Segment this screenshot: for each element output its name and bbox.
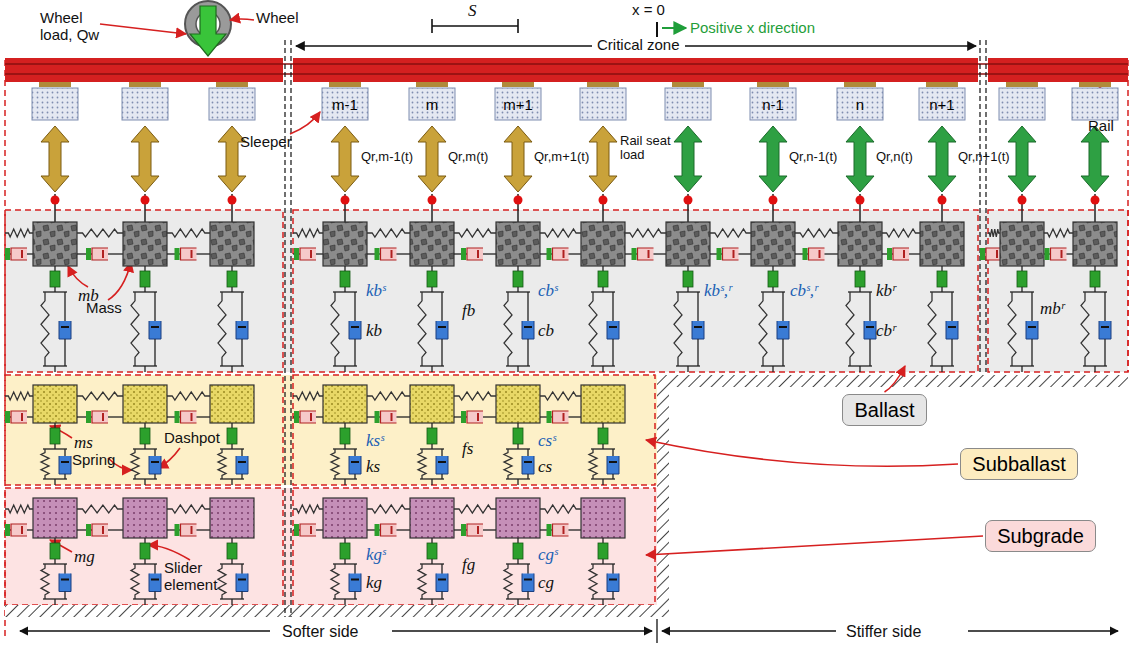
parameter-symbol: kbʳ (876, 282, 896, 301)
annotation-label: Qr,n-1(t) (789, 150, 837, 164)
parameter-symbol: fs (462, 440, 473, 459)
annotation-label: Critical zone (592, 37, 685, 54)
sleeper-box: n (837, 88, 883, 120)
sleeper-box: m (409, 88, 455, 120)
annotation-label: Qr,n(t) (876, 150, 913, 164)
parameter-symbol: cs (538, 458, 552, 477)
parameter-symbol: cgˢ (538, 546, 558, 565)
annotation-label: Qr,m(t) (448, 150, 488, 164)
annotation-label: Wheel load, Qw (40, 10, 108, 43)
layer-callout-text: Ballast (854, 399, 914, 422)
sleeper-box: n+1 (919, 88, 965, 120)
parameter-symbol: kg (366, 574, 382, 593)
layer-callout-box: Subgrade (985, 520, 1096, 552)
annotation-label: Softer side (282, 623, 358, 641)
sleeper-box: m-1 (322, 88, 368, 120)
sleeper-number: m-1 (332, 96, 358, 113)
annotation-label: Slider element (164, 560, 220, 593)
parameter-symbol: kb (366, 322, 382, 341)
parameter-symbol: cbˢ (538, 282, 558, 301)
callout-leader (646, 440, 958, 466)
sleeper-number: m (426, 96, 439, 113)
sleeper-box: m+1 (495, 88, 541, 120)
parameter-symbol: cbʳ (876, 322, 896, 341)
annotation-label: Dashpot (164, 430, 220, 447)
parameter-symbol: mg (74, 548, 95, 567)
annotation-label: Positive x direction (690, 20, 815, 37)
annotation-label: Qr,m-1(t) (361, 150, 413, 164)
annotation-label: Qr,m+1(t) (534, 150, 589, 164)
parameter-symbol: fg (462, 556, 475, 575)
parameter-symbol: ksˢ (366, 432, 384, 451)
parameter-symbol: kbˢ (366, 282, 386, 301)
sleeper-number: n (856, 96, 864, 113)
annotation-label: Mass (86, 300, 122, 317)
parameter-symbol: cg (538, 574, 554, 593)
parameter-symbol: S (468, 2, 477, 21)
sleeper-number: n-1 (762, 96, 784, 113)
callout-leader (646, 536, 983, 555)
parameter-symbol: csˢ (538, 432, 556, 451)
annotation-label: x = 0 (632, 2, 665, 19)
parameter-symbol: ms (74, 434, 93, 453)
annotation-label: Sleeper (240, 134, 292, 151)
annotation-label: Stiffer side (846, 623, 921, 641)
callout-leader (885, 366, 906, 392)
annotation-label: Spring (72, 452, 115, 469)
layer-callout-box: Subballast (960, 448, 1078, 480)
parameter-symbol: fb (462, 302, 475, 321)
parameter-symbol: cb (538, 322, 554, 341)
annotation-label: Rail (1088, 118, 1114, 135)
parameter-symbol: cbˢ,ʳ (790, 282, 818, 301)
parameter-symbol: ks (366, 458, 380, 477)
layer-callout-text: Subgrade (997, 525, 1084, 548)
sleeper-number: m+1 (503, 96, 533, 113)
layer-callout-text: Subballast (972, 453, 1065, 476)
sleeper-box: n-1 (750, 88, 796, 120)
sleeper-number: n+1 (929, 96, 954, 113)
annotation-label: Rail seat load (620, 134, 672, 163)
parameter-symbol: kgˢ (366, 546, 386, 565)
parameter-symbol: mbʳ (1040, 300, 1065, 319)
parameter-symbol: kbˢ,ʳ (704, 282, 732, 301)
layer-callout-box: Ballast (842, 394, 927, 426)
annotation-label: Wheel (256, 10, 299, 27)
annotation-label: Qr,n+1(t) (958, 150, 1010, 164)
